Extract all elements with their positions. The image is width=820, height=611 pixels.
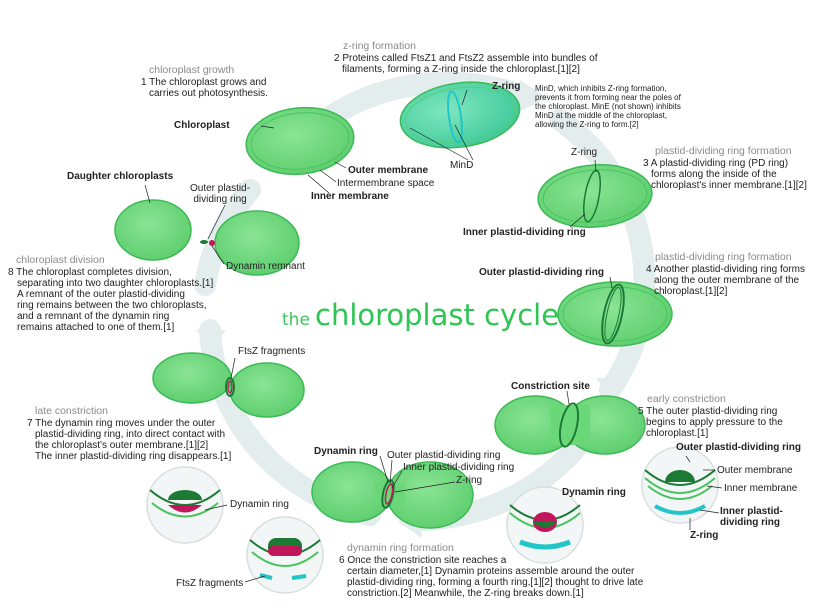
chloroplast-1	[245, 106, 355, 176]
chloroplast-8	[114, 199, 300, 276]
label-c5-inner-pd: Inner plastid- dividing ring	[720, 506, 783, 528]
label-dynamin-ring-c6: Dynamin ring	[562, 487, 626, 498]
step5-text: 5 The outer plastid-dividing ring begins…	[638, 406, 783, 439]
label-dynamin-ring-c7: Dynamin ring	[230, 499, 289, 510]
chloroplast-7	[152, 352, 305, 418]
cycle-arrowheads	[196, 80, 628, 538]
label-ftsz-fragments: FtsZ fragments	[238, 346, 306, 357]
label-intermembrane-space: Intermembrane space	[337, 178, 435, 189]
step3-heading: plastid-dividing ring formation	[655, 145, 792, 157]
label-outer-pd-ring: Outer plastid-dividing ring	[479, 267, 604, 278]
step7-heading: late constriction	[35, 405, 108, 417]
cross-section-6	[506, 486, 584, 564]
label-c5-outer-pd: Outer plastid-dividing ring	[676, 442, 801, 453]
step2-note: MinD, which inhibits Z-ring formation, p…	[535, 84, 681, 129]
label-c5-inner-membrane: Inner membrane	[724, 483, 798, 494]
step4-text: 4 Another plastid-dividing ring forms al…	[646, 264, 805, 297]
step3-text: 3 A plastid-dividing ring (PD ring) form…	[643, 158, 807, 191]
label-z-ring-6: Z-ring	[456, 475, 483, 486]
step6-text: 6 Once the constriction site reaches a c…	[339, 555, 644, 599]
label-dynamin-remnant: Dynamin remnant	[226, 261, 305, 272]
leader-lines	[144, 89, 613, 493]
label-inner-membrane: Inner membrane	[311, 191, 389, 202]
diagram-title: the chloroplast cycle	[282, 298, 560, 332]
cross-section-5	[641, 446, 723, 530]
step6-heading: dynamin ring formation	[347, 542, 454, 554]
step8-heading: chloroplast division	[16, 254, 105, 266]
step2-text: 2 Proteins called FtsZ1 and FtsZ2 assemb…	[334, 53, 598, 75]
label-inner-pd-ring-6: Inner plastid-dividing ring	[403, 462, 515, 473]
label-inner-pd-ring: Inner plastid-dividing ring	[463, 227, 586, 238]
label-mind: MinD	[450, 160, 474, 171]
label-chloroplast: Chloroplast	[174, 120, 230, 131]
label-dynamin-ring-6: Dynamin ring	[314, 446, 378, 457]
chloroplast-3	[537, 164, 653, 228]
step1-text: 1 The chloroplast grows and carries out …	[141, 77, 268, 99]
step8-text: 8 The chloroplast completes division, se…	[8, 267, 214, 333]
cross-section-7a	[146, 466, 224, 544]
label-z-ring-2: Z-ring	[492, 81, 521, 92]
chloroplast-4	[557, 281, 673, 347]
label-daughter-chloroplasts: Daughter chloroplasts	[67, 171, 174, 182]
step5-heading: early constriction	[647, 393, 726, 405]
label-ftsz-fragments-c7: FtsZ fragments	[176, 578, 244, 589]
chloroplast-5	[494, 395, 646, 455]
label-z-ring-3: Z-ring	[571, 147, 598, 158]
label-c5-outer-membrane: Outer membrane	[717, 465, 793, 476]
label-outer-pd-ring-8: Outer plastid- dividing ring	[190, 183, 251, 205]
label-c5-z-ring: Z-ring	[690, 530, 719, 541]
step1-heading: chloroplast growth	[149, 64, 235, 76]
step2-heading: z-ring formation	[343, 40, 416, 52]
step4-heading: plastid-dividing ring formation	[655, 251, 792, 263]
label-outer-pd-ring-6: Outer plastid-dividing ring	[387, 450, 501, 461]
label-constriction-site: Constriction site	[511, 381, 590, 392]
step7-text: 7 The dynamin ring moves under the outer…	[27, 418, 232, 462]
chloroplast-6	[311, 461, 474, 529]
label-outer-membrane: Outer membrane	[348, 165, 429, 176]
cross-section-7b	[204, 504, 324, 594]
title-main: chloroplast cycle	[315, 298, 560, 332]
